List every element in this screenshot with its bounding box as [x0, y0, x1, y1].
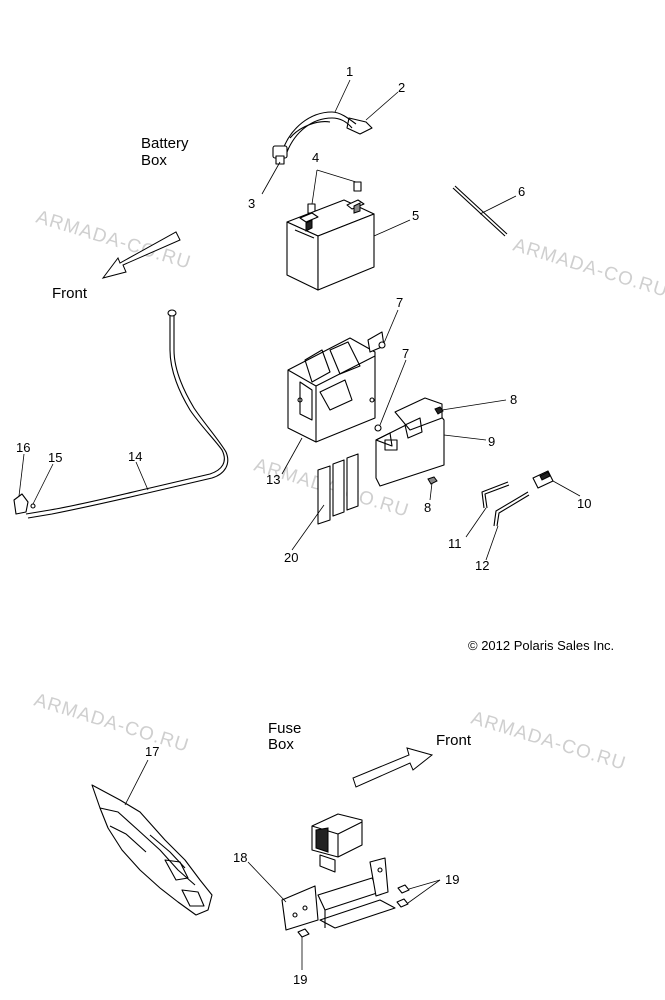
- insulator-pads: [317, 453, 359, 525]
- nuts: [427, 406, 444, 485]
- callout-3: 3: [248, 196, 255, 211]
- callout-18: 18: [233, 850, 247, 865]
- mounting-screws: [374, 341, 386, 432]
- fuse-box: [311, 813, 363, 873]
- front-arrow-top-icon: [101, 231, 181, 279]
- fuse-box-title-line2: Box: [268, 736, 294, 753]
- front-label-top: Front: [52, 285, 88, 302]
- battery-box-title-line1: Battery: [141, 135, 189, 152]
- battery-box-title-line2: Box: [141, 152, 167, 169]
- retaining-clips: [481, 481, 530, 527]
- fuse-box-title-line1: Fuse: [268, 720, 301, 737]
- callout-19-lower: 19: [293, 972, 307, 987]
- callout-14: 14: [128, 449, 142, 464]
- callout-7-lower: 7: [402, 346, 409, 361]
- callout-9: 9: [488, 434, 495, 449]
- hold-down-rod: [452, 185, 508, 237]
- battery-box-tray: [287, 331, 385, 443]
- watermark-bottom-right: ARMADA-CO.RU: [469, 708, 629, 775]
- callout-10: 10: [577, 496, 591, 511]
- callout-12: 12: [475, 558, 489, 573]
- callout-4: 4: [312, 150, 319, 165]
- terminal-boot: [13, 493, 36, 515]
- callout-11: 11: [448, 536, 462, 551]
- callout-8-lower: 8: [424, 500, 431, 515]
- fuse-box-bracket: [281, 857, 396, 931]
- callout-8-right: 8: [510, 392, 517, 407]
- fuse-bracket-nuts: [297, 884, 410, 938]
- front-arrow-bottom-icon: [352, 747, 434, 788]
- callout-15: 15: [48, 450, 62, 465]
- watermark-bottom-left: ARMADA-CO.RU: [32, 690, 192, 757]
- callout-6: 6: [518, 184, 525, 199]
- callout-16: 16: [16, 440, 30, 455]
- copyright-notice: © 2012 Polaris Sales Inc.: [468, 638, 614, 653]
- callout-numbers: 1 2 3 4 5 6 7 7 8 8 9 10 11 12 13 14 15 …: [16, 64, 591, 987]
- callout-1: 1: [346, 64, 353, 79]
- callout-13: 13: [266, 472, 280, 487]
- mounting-bracket: [375, 397, 445, 487]
- callout-5: 5: [412, 208, 419, 223]
- callout-19-right: 19: [445, 872, 459, 887]
- watermark-top-right: ARMADA-CO.RU: [511, 235, 665, 302]
- leader-lines: [18, 79, 581, 970]
- battery: [286, 199, 375, 291]
- front-label-bottom: Front: [436, 732, 472, 749]
- callout-20: 20: [284, 550, 298, 565]
- fuse-box-cover-panel: [91, 784, 213, 916]
- fuse-holder: [532, 470, 554, 489]
- callout-7-upper: 7: [396, 295, 403, 310]
- ground-cable: [25, 309, 229, 519]
- callout-17: 17: [145, 744, 159, 759]
- battery-cable-harness: [272, 111, 373, 165]
- callout-2: 2: [398, 80, 405, 95]
